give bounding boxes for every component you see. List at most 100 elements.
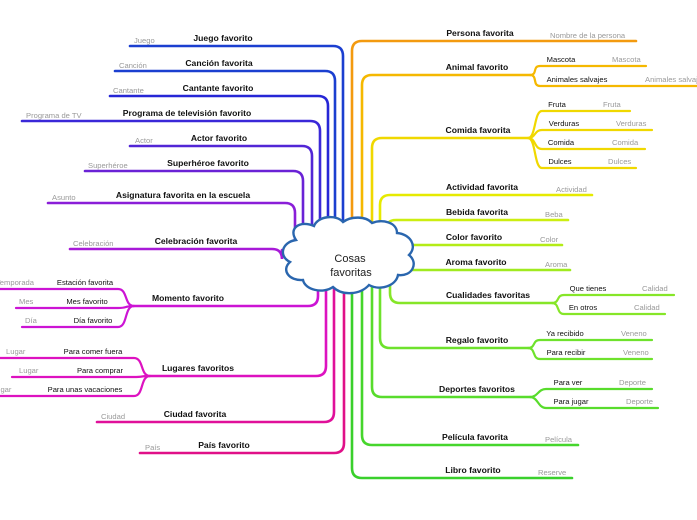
child-label-lugares-1[interactable]: Para comprar [77,366,123,375]
connector-cantante [108,94,330,252]
child-label-animal-1[interactable]: Animales salvajes [547,75,608,84]
node-label-actividad[interactable]: Actividad favorita [446,182,518,192]
child-label-regalo-1[interactable]: Para recibir [547,348,586,357]
branch-cancion[interactable]: Canción favorita Canción [119,58,253,70]
node-label-celebracion[interactable]: Celebración favorita [155,236,238,246]
placeholder-comida-0[interactable]: Fruta [603,100,622,109]
placeholder-cantante[interactable]: Cantante [113,86,144,95]
branch-celebracion[interactable]: Celebración favorita Celebración [73,236,238,248]
placeholder-lugares-1[interactable]: Lugar [19,366,39,375]
cloud-shape [281,215,415,295]
connector-animal [360,73,532,230]
child-label-lugares-2[interactable]: Para unas vacaciones [48,385,123,394]
child-label-animal-0[interactable]: Mascota [547,55,576,64]
placeholder-lugares-2[interactable]: Lugar [0,385,12,394]
placeholder-cualidades-0[interactable]: Calidad [642,284,668,293]
node-label-juego[interactable]: Juego favorito [193,33,252,43]
child-label-comida-0[interactable]: Fruta [548,100,567,109]
placeholder-momento-0[interactable]: Temporada [0,278,35,287]
placeholder-bebida[interactable]: Beba [545,210,564,219]
connector-persona [350,39,638,232]
placeholder-aroma[interactable]: Aroma [545,260,568,269]
placeholder-animal-0[interactable]: Mascota [612,55,641,64]
connector-momento [132,266,320,308]
child-label-cualidades-0[interactable]: Que tienes [570,284,607,293]
connector-celebracion [68,247,284,260]
placeholder-libro[interactable]: Reserve [538,468,566,477]
connector-regalo-child [526,346,654,361]
branch-actor[interactable]: Actor favorito Actor [135,133,247,145]
child-label-deportes-0[interactable]: Para ver [554,378,583,387]
connector-pais [138,268,346,455]
node-label-asignatura[interactable]: Asignatura favorita en la escuela [116,190,250,200]
placeholder-cualidades-1[interactable]: Calidad [634,303,660,312]
child-label-comida-2[interactable]: Comida [548,138,575,147]
placeholder-tv[interactable]: Programa de TV [26,111,83,120]
connector-deportes-child [528,395,660,410]
child-label-momento-0[interactable]: Estación favorita [57,278,114,287]
placeholder-deportes-0[interactable]: Deporte [619,378,646,387]
placeholder-regalo-0[interactable]: Veneno [621,329,647,338]
node-label-aroma[interactable]: Aroma favorito [445,257,506,267]
node-label-actor[interactable]: Actor favorito [191,133,247,143]
placeholder-persona[interactable]: Nombre de la persona [550,31,626,40]
child-label-regalo-0[interactable]: Ya recibido [546,329,583,338]
placeholder-actor[interactable]: Actor [135,136,153,145]
connector-asignatura [46,201,297,252]
placeholder-pelicula[interactable]: Película [545,435,573,444]
placeholder-deportes-1[interactable]: Deporte [626,397,653,406]
child-label-momento-1[interactable]: Mes favorito [66,297,107,306]
node-label-pelicula[interactable]: Película favorita [442,432,508,442]
child-label-cualidades-1[interactable]: En otros [569,303,597,312]
branch-cantante[interactable]: Cantante favorito Cantante [113,83,253,95]
placeholder-cancion[interactable]: Canción [119,61,147,70]
placeholder-regalo-1[interactable]: Veneno [623,348,649,357]
node-label-cancion[interactable]: Canción favorita [185,58,253,68]
connector-cualidades [388,260,554,305]
branch-superheroe[interactable]: Superhéroe favorito Superhéroe [88,158,249,170]
placeholder-comida-3[interactable]: Dulces [608,157,631,166]
node-label-regalo[interactable]: Regalo favorito [446,335,509,345]
node-label-tv[interactable]: Programa de televisión favorito [123,108,251,118]
placeholder-actividad[interactable]: Actividad [556,185,587,194]
child-label-comida-1[interactable]: Verduras [549,119,580,128]
child-label-deportes-1[interactable]: Para jugar [553,397,589,406]
placeholder-celebracion[interactable]: Celebración [73,239,114,248]
node-label-color[interactable]: Color favorito [446,232,502,242]
node-label-lugares[interactable]: Lugares favoritos [162,363,234,373]
placeholder-lugares-0[interactable]: Lugar [6,347,26,356]
placeholder-comida-2[interactable]: Comida [612,138,639,147]
node-label-ciudad[interactable]: Ciudad favorita [164,409,227,419]
node-label-momento[interactable]: Momento favorito [152,293,224,303]
placeholder-momento-2[interactable]: Día [25,316,38,325]
node-label-cantante[interactable]: Cantante favorito [183,83,254,93]
child-label-momento-2[interactable]: Día favorito [74,316,113,325]
placeholder-animal-1[interactable]: Animales salvajes [645,75,697,84]
placeholder-superheroe[interactable]: Superhéroe [88,161,128,170]
node-label-cualidades[interactable]: Cualidades favoritas [446,290,530,300]
node-label-animal[interactable]: Animal favorito [446,62,509,72]
branch-juego[interactable]: Juego favorito Juego [134,33,253,45]
node-label-libro[interactable]: Libro favorito [445,465,500,475]
placeholder-momento-1[interactable]: Mes [19,297,34,306]
placeholder-comida-1[interactable]: Verduras [616,119,647,128]
node-label-bebida[interactable]: Bebida favorita [446,207,508,217]
placeholder-juego[interactable]: Juego [134,36,155,45]
central-topic[interactable]: Cosas favoritas [281,215,415,295]
node-label-superheroe[interactable]: Superhéroe favorito [167,158,249,168]
connector-juego [128,44,345,252]
placeholder-ciudad[interactable]: Ciudad [101,412,125,421]
node-label-deportes[interactable]: Deportes favoritos [439,384,515,394]
node-label-persona[interactable]: Persona favorita [446,28,514,38]
branch-tv[interactable]: Programa de televisión favorito Programa … [26,108,251,120]
connector-lugares-child [10,374,152,379]
node-label-comida[interactable]: Comida favorita [446,125,511,135]
placeholder-pais[interactable]: País [145,443,160,452]
child-label-lugares-0[interactable]: Para comer fuera [64,347,123,356]
node-label-pais[interactable]: País favorito [198,440,250,450]
placeholder-color[interactable]: Color [540,235,559,244]
child-label-comida-3[interactable]: Dulces [548,157,571,166]
placeholder-asignatura[interactable]: Asunto [52,193,76,202]
branch-asignatura[interactable]: Asignatura favorita en la escuela Asunto [52,190,250,202]
